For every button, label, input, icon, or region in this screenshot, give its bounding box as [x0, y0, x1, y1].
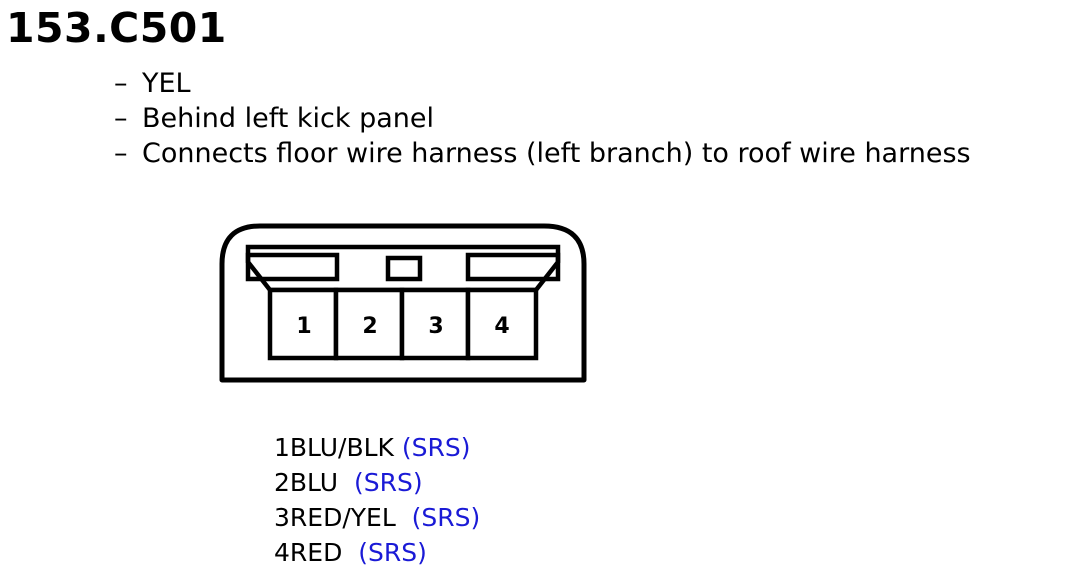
- terminal-cell: [267, 287, 339, 361]
- terminal-cell: [465, 287, 539, 361]
- pinout-row: 2BLU (SRS): [274, 468, 423, 497]
- system-label: (SRS): [358, 538, 427, 567]
- system-label: (SRS): [411, 503, 481, 532]
- detail-location: –Behind left kick panel: [114, 103, 435, 134]
- pinout-row: 3RED/YEL (SRS): [274, 503, 481, 532]
- detail-color: –YEL: [114, 68, 191, 99]
- pinout-list: 1BLU/BLK (SRS) 2BLU (SRS) 3RED/YEL (SRS)…: [274, 430, 480, 570]
- terminal-number: 3: [428, 314, 443, 339]
- detail-connection: –Connects floor wire harness (left branc…: [114, 138, 971, 169]
- rail-slot-right: [465, 252, 561, 282]
- connector-face-diagram: 1 2 3 4: [219, 223, 587, 383]
- connector-details: –YEL –Behind left kick panel –Connects f…: [114, 66, 971, 171]
- system-label: (SRS): [353, 468, 423, 497]
- bullet-dash: –: [114, 138, 128, 169]
- connector-title: 153.C501: [6, 4, 227, 52]
- terminal-cell: [399, 287, 471, 361]
- bullet-dash: –: [114, 68, 128, 99]
- terminal-number: 1: [296, 314, 311, 339]
- terminal-number: 4: [494, 314, 509, 339]
- system-label: (SRS): [401, 433, 471, 462]
- terminal-number: 2: [362, 314, 377, 339]
- rail-slot-left: [245, 252, 340, 282]
- pinout-row: 4RED (SRS): [274, 538, 427, 567]
- connector-housing: [219, 223, 587, 383]
- pinout-row: 1BLU/BLK (SRS): [274, 433, 471, 462]
- rail-slot-center: [385, 255, 423, 282]
- bullet-dash: –: [114, 103, 128, 134]
